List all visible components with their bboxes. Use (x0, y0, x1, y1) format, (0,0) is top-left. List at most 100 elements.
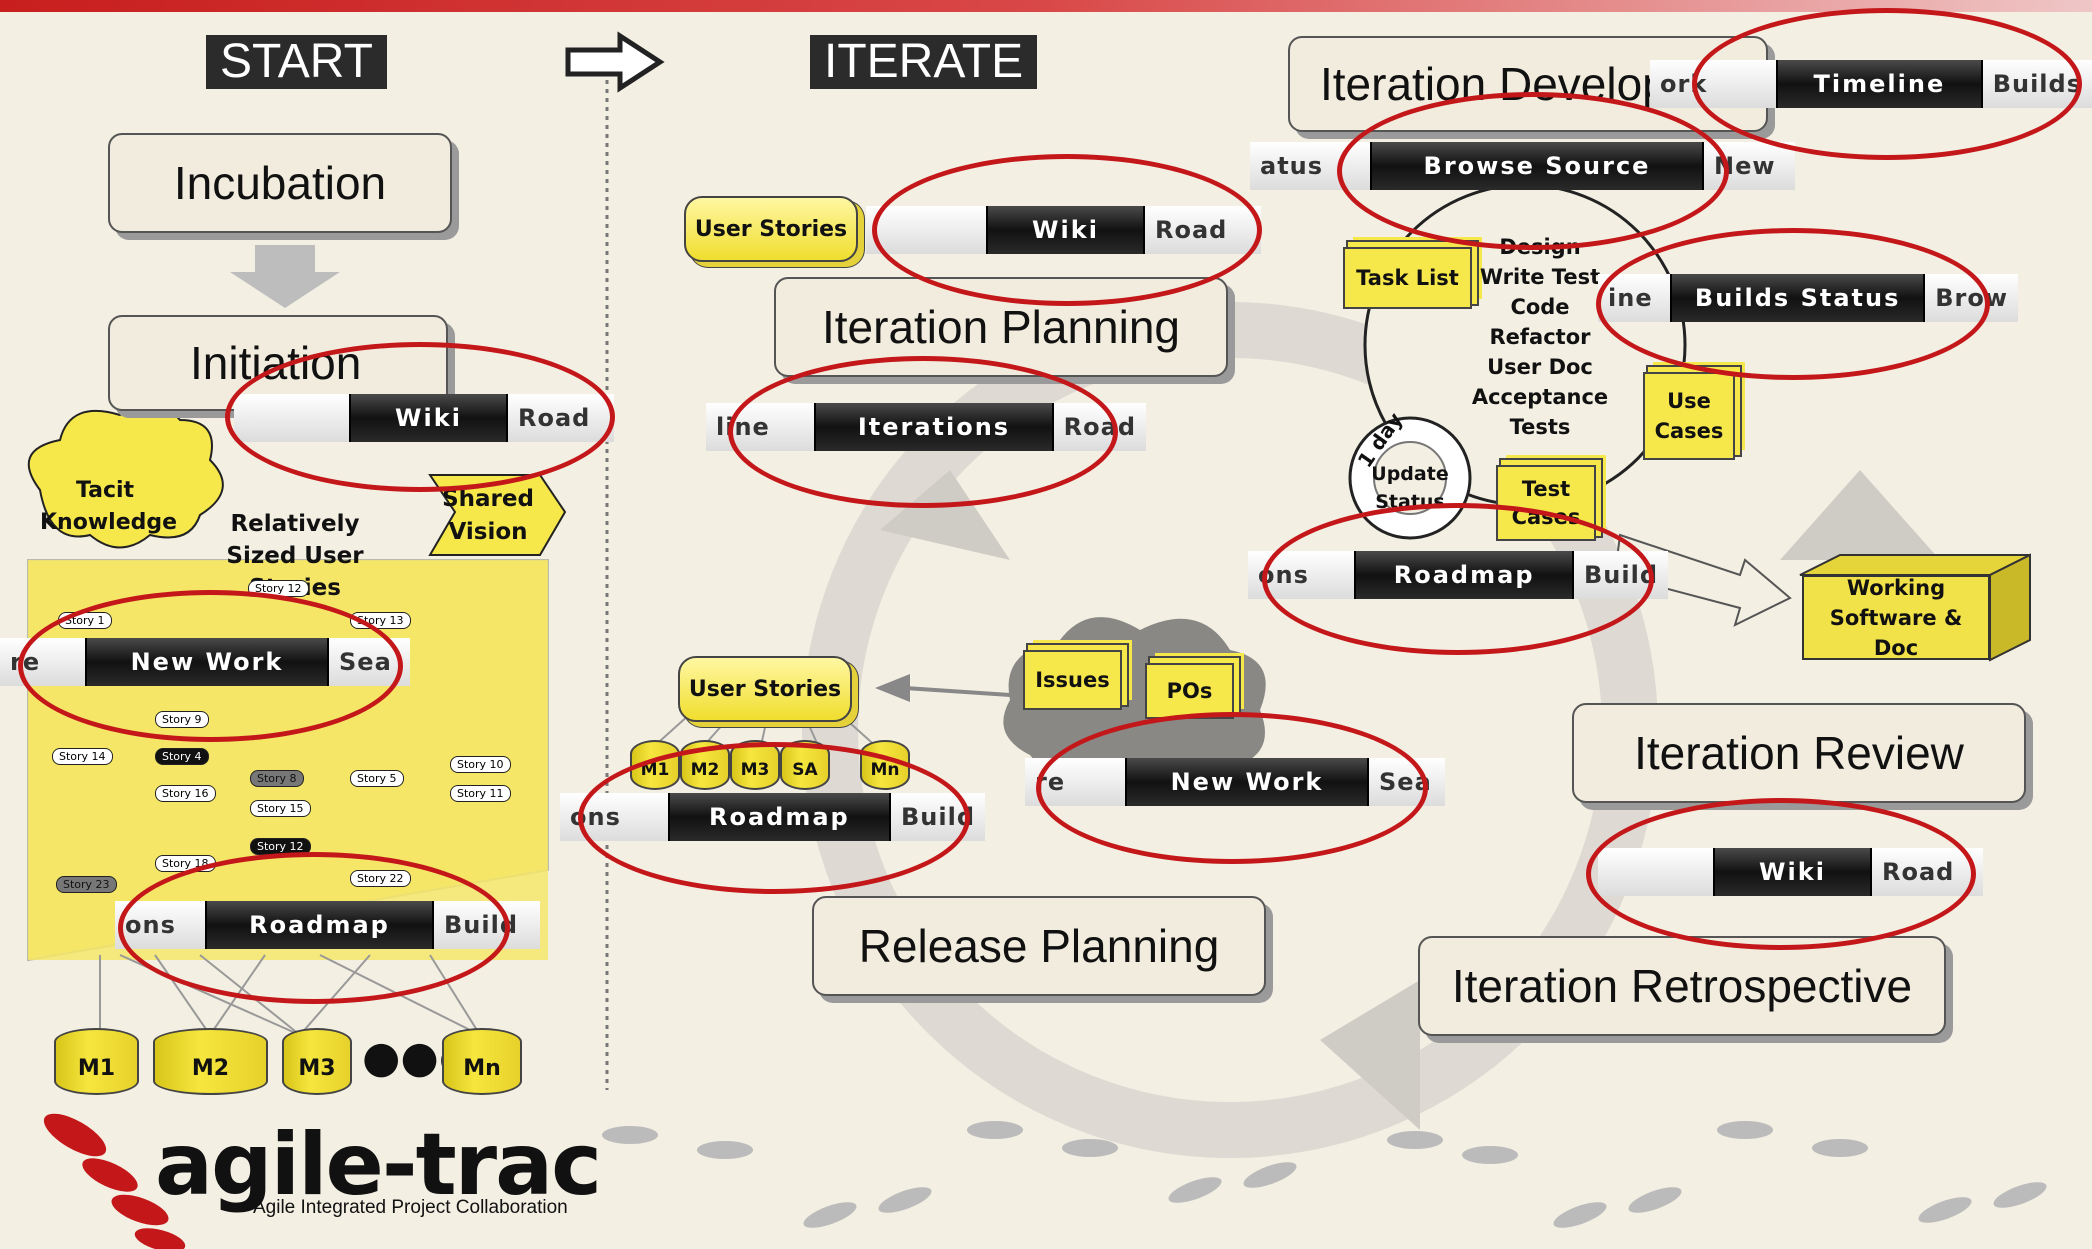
nav-left-item[interactable] (234, 394, 349, 442)
nav-bar-review-wiki: Wiki Road (1598, 848, 1983, 896)
story-card: Story 15 (250, 800, 311, 817)
story-card: Story 18 (155, 855, 216, 872)
release-milestone-mn: Mn (860, 740, 910, 790)
issues-arrowhead (875, 674, 910, 702)
working-software-box-side (1989, 553, 2031, 662)
start-header: START (206, 35, 387, 89)
nav-left-item[interactable]: ine (1598, 274, 1671, 322)
user-stories-stack-release: User Stories (678, 656, 852, 722)
nav-left-item[interactable]: atus (1250, 142, 1370, 190)
nav-left-item[interactable] (866, 206, 986, 254)
milestone-mn: Mn (442, 1028, 522, 1095)
nav-bar-roadmap-start: ons Roadmap Build (115, 901, 540, 949)
nav-right-item[interactable]: Build (1573, 551, 1668, 599)
dev-step: Design (1499, 235, 1581, 259)
top-accent-bar (0, 0, 2092, 12)
story-card: Story 23 (56, 876, 117, 893)
nav-left-item[interactable]: re (1025, 758, 1125, 806)
story-card: Story 13 (350, 612, 411, 629)
user-stories-stack-top: User Stories (684, 196, 858, 262)
dev-step: Code (1510, 295, 1570, 319)
shared-vision-chevron (428, 474, 567, 556)
nav-left-item[interactable]: ons (1248, 551, 1355, 599)
footprint-trail (602, 1121, 2047, 1228)
nav-right-item[interactable]: Build (434, 901, 540, 949)
tacit-knowledge-cloud (27, 400, 224, 549)
phase-release-planning: Release Planning (812, 896, 1266, 996)
nav-iterations-tab[interactable]: Iterations (814, 403, 1054, 451)
nav-new-work-tab[interactable]: New Work (85, 638, 329, 686)
test-cases-note: Test Cases (1496, 465, 1596, 541)
story-card: Story 9 (155, 711, 209, 728)
nav-right-item[interactable]: Road (508, 394, 614, 442)
logo-mark (43, 1113, 186, 1249)
release-milestone-m2: M2 (680, 740, 730, 790)
release-milestone-m1: M1 (630, 740, 680, 790)
milestone-m1: M1 (54, 1028, 139, 1095)
logo-title: agile-trac (155, 1115, 602, 1215)
nav-roadmap-tab[interactable]: Roadmap (205, 901, 434, 949)
story-card: Story 16 (155, 785, 216, 802)
nav-right-item[interactable]: New (1704, 142, 1795, 190)
logo-subtitle: Agile Integrated Project Collaboration (253, 1197, 568, 1218)
story-card: Story 1 (58, 612, 112, 629)
nav-right-item[interactable]: Build (890, 793, 985, 841)
milestone-m2: M2 (153, 1028, 268, 1095)
nav-bar-roadmap-release: ons Roadmap Build (560, 793, 985, 841)
shared-vision-label: Shared Vision (442, 486, 534, 545)
dev-step: User Doc (1487, 355, 1593, 379)
working-software-box: Working Software & Doc (1802, 575, 1990, 660)
nav-left-item[interactable]: ork (1650, 60, 1777, 108)
story-card: Story 8 (250, 770, 304, 787)
nav-left-item[interactable]: ons (115, 901, 205, 949)
nav-right-item[interactable]: Road (1145, 206, 1261, 254)
nav-wiki-tab[interactable]: Wiki (1713, 848, 1872, 896)
nav-left-item[interactable]: line (706, 403, 815, 451)
nav-new-work-tab[interactable]: New Work (1125, 758, 1369, 806)
nav-wiki-tab[interactable]: Wiki (349, 394, 508, 442)
phase-iteration-review: Iteration Review (1572, 703, 2026, 803)
story-card: Story 11 (450, 785, 511, 802)
nav-right-item[interactable]: Sea (1369, 758, 1445, 806)
story-card: Story 5 (350, 770, 404, 787)
release-milestone-sa: SA (780, 740, 830, 790)
story-card: Story 12 (250, 838, 311, 855)
nav-builds-status-tab[interactable]: Builds Status (1670, 274, 1926, 322)
nav-left-item[interactable]: ons (560, 793, 668, 841)
story-card: Story 10 (450, 756, 511, 773)
nav-browse-source-tab[interactable]: Browse Source (1370, 142, 1704, 190)
start-to-iterate-arrow (565, 31, 665, 93)
nav-bar-initiation-wiki: Wiki Road (234, 394, 614, 442)
dev-step: Write Test (1479, 265, 1601, 289)
use-cases-note: Use Cases (1643, 372, 1735, 460)
phase-iteration-retrospective: Iteration Retrospective (1418, 936, 1946, 1036)
issues-arrow-line (904, 686, 1011, 697)
nav-left-item[interactable] (1598, 848, 1713, 896)
nav-bar-builds-status: ine Builds Status Brow (1598, 274, 2018, 322)
nav-timeline-tab[interactable]: Timeline (1776, 60, 1983, 108)
nav-right-item[interactable]: Road (1053, 403, 1146, 451)
daily-loop-inner (1373, 441, 1447, 515)
cycle-arrowhead-bottom (1320, 980, 1420, 1130)
nav-bar-new-work-release: re New Work Sea (1025, 758, 1445, 806)
incubation-down-arrow (230, 245, 340, 308)
dev-step: Refactor (1489, 325, 1591, 349)
nav-right-item[interactable]: Builds (1982, 60, 2092, 108)
cycle-arrowhead-right (1780, 470, 1940, 560)
nav-roadmap-tab[interactable]: Roadmap (667, 793, 891, 841)
nav-wiki-tab[interactable]: Wiki (986, 206, 1145, 254)
nav-roadmap-tab[interactable]: Roadmap (1354, 551, 1574, 599)
nav-right-item[interactable]: Road (1872, 848, 1983, 896)
nav-bar-planning-wiki: Wiki Road (866, 206, 1261, 254)
milestone-connector-lines (99, 954, 481, 1036)
story-card: Story 22 (350, 870, 411, 887)
nav-left-item[interactable]: re (0, 638, 85, 686)
story-card: Story 4 (155, 748, 209, 765)
task-list-note: Task List (1343, 247, 1472, 309)
tacit-knowledge-label: Tacit Knowledge (40, 478, 178, 535)
release-milestone-m3: M3 (730, 740, 780, 790)
nav-right-item[interactable]: Brow (1925, 274, 2018, 322)
nav-right-item[interactable]: Sea (329, 638, 410, 686)
story-card: Story 14 (52, 748, 113, 765)
